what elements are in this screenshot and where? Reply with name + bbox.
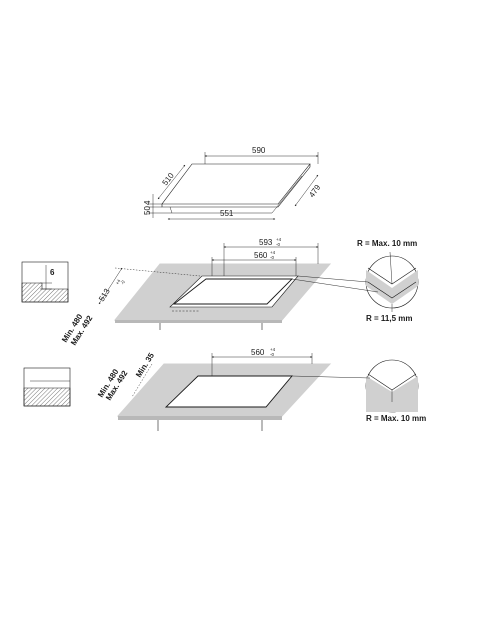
cutout-1-inner-tol-minus: -0	[270, 255, 274, 260]
recess-depth-label: 6	[50, 268, 55, 277]
cutout-1-width-tol-plus: +4	[276, 237, 282, 242]
hob-height-label: 50	[143, 206, 152, 215]
cutout-2-width-tol-minus: -0	[270, 352, 274, 357]
cutout-1-depth-tol-minus: -0	[120, 279, 127, 285]
worktop-2-front-edge	[118, 416, 282, 420]
cutout-1-depth-tol-plus: +4	[115, 278, 122, 285]
hob-thickness-label: 4	[143, 200, 152, 205]
corner-detail-fill	[366, 270, 418, 304]
worktop-1-front-edge	[115, 320, 282, 323]
cutout-1-hole	[172, 278, 294, 305]
corner-radius-label-2: R = Max. 10 mm	[366, 414, 426, 423]
flush-section-hatch	[23, 387, 71, 407]
cutout-2-width-tol-plus: +4	[270, 347, 276, 352]
hob-drawing: 590 510 4 50 551 479	[143, 146, 323, 220]
cutout-1-width-tol-minus: -0	[276, 242, 280, 247]
cutout-1-depth-label: 513	[97, 287, 112, 304]
hob-inner-depth-label: 479	[307, 183, 322, 200]
cutout-1-width-label: 593	[259, 238, 273, 247]
cutout-1-inner-tol-plus: +4	[270, 250, 276, 255]
cutout-2-hole	[164, 375, 293, 408]
cutout-2-drawing: 560 +4 -0 Min. 480 Max. 492 Min. 35 R = …	[23, 347, 426, 431]
cutout-1-drawing: 593 +4 -0 560 +4 -0 513 +4 -0 Min. 480 M…	[21, 237, 419, 347]
cutout-2-width-label: 560	[251, 348, 265, 357]
hob-depth-dim-line	[157, 164, 186, 200]
hob-inner-width-label: 551	[220, 209, 234, 218]
hob-glass-top	[161, 163, 311, 205]
corner-radius-outer-label: R = Max. 10 mm	[357, 239, 417, 248]
hob-depth-label: 510	[160, 171, 176, 187]
hob-width-label: 590	[252, 146, 266, 155]
cutout-1-inner-width-label: 560	[254, 251, 268, 260]
cutout-1-depth-dim-line	[98, 267, 123, 305]
corner-radius-inner-label: R = 11,5 mm	[366, 314, 412, 323]
hob-inner-depth-dim-line	[294, 174, 319, 207]
